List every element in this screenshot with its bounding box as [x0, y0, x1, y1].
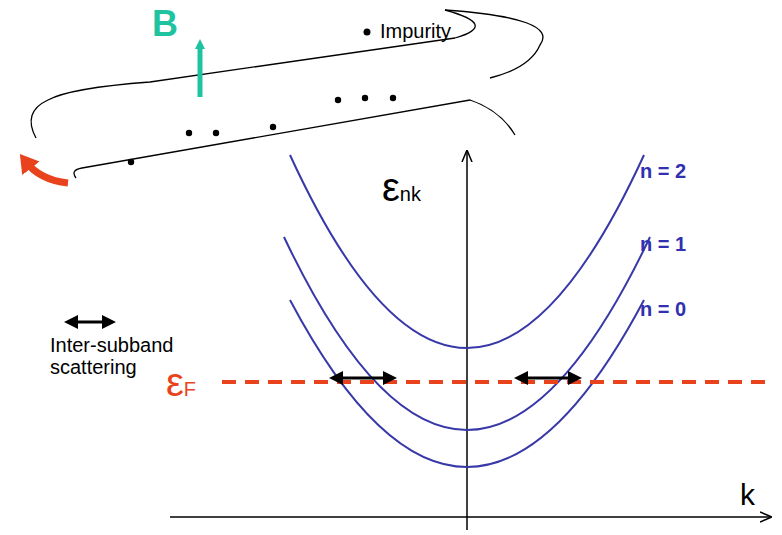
fermi-level [222, 380, 765, 384]
subband-label: n = 0 [640, 298, 686, 320]
legend-dot [364, 29, 371, 36]
legend-arrow [68, 321, 112, 324]
impurity-dots [128, 95, 396, 165]
wire-outline [31, 10, 543, 178]
subband-label: n = 1 [640, 233, 686, 255]
rotation-arrow [26, 162, 68, 183]
energy-axis-label: εnk [382, 165, 421, 209]
energy-axis [466, 152, 468, 530]
scattering-arrow [333, 377, 393, 380]
k-axis-label: k [740, 478, 755, 511]
subband-parabolas [284, 155, 650, 467]
scattering-arrow [518, 377, 578, 380]
legend-text: Inter-subband scattering [50, 334, 200, 378]
field-label: B [152, 4, 178, 44]
k-axis [170, 516, 770, 518]
subband-label: n = 2 [640, 160, 686, 182]
field-arrow [198, 44, 203, 97]
fermi-label: εF [166, 360, 196, 404]
legend-text: Impurity [380, 20, 451, 42]
